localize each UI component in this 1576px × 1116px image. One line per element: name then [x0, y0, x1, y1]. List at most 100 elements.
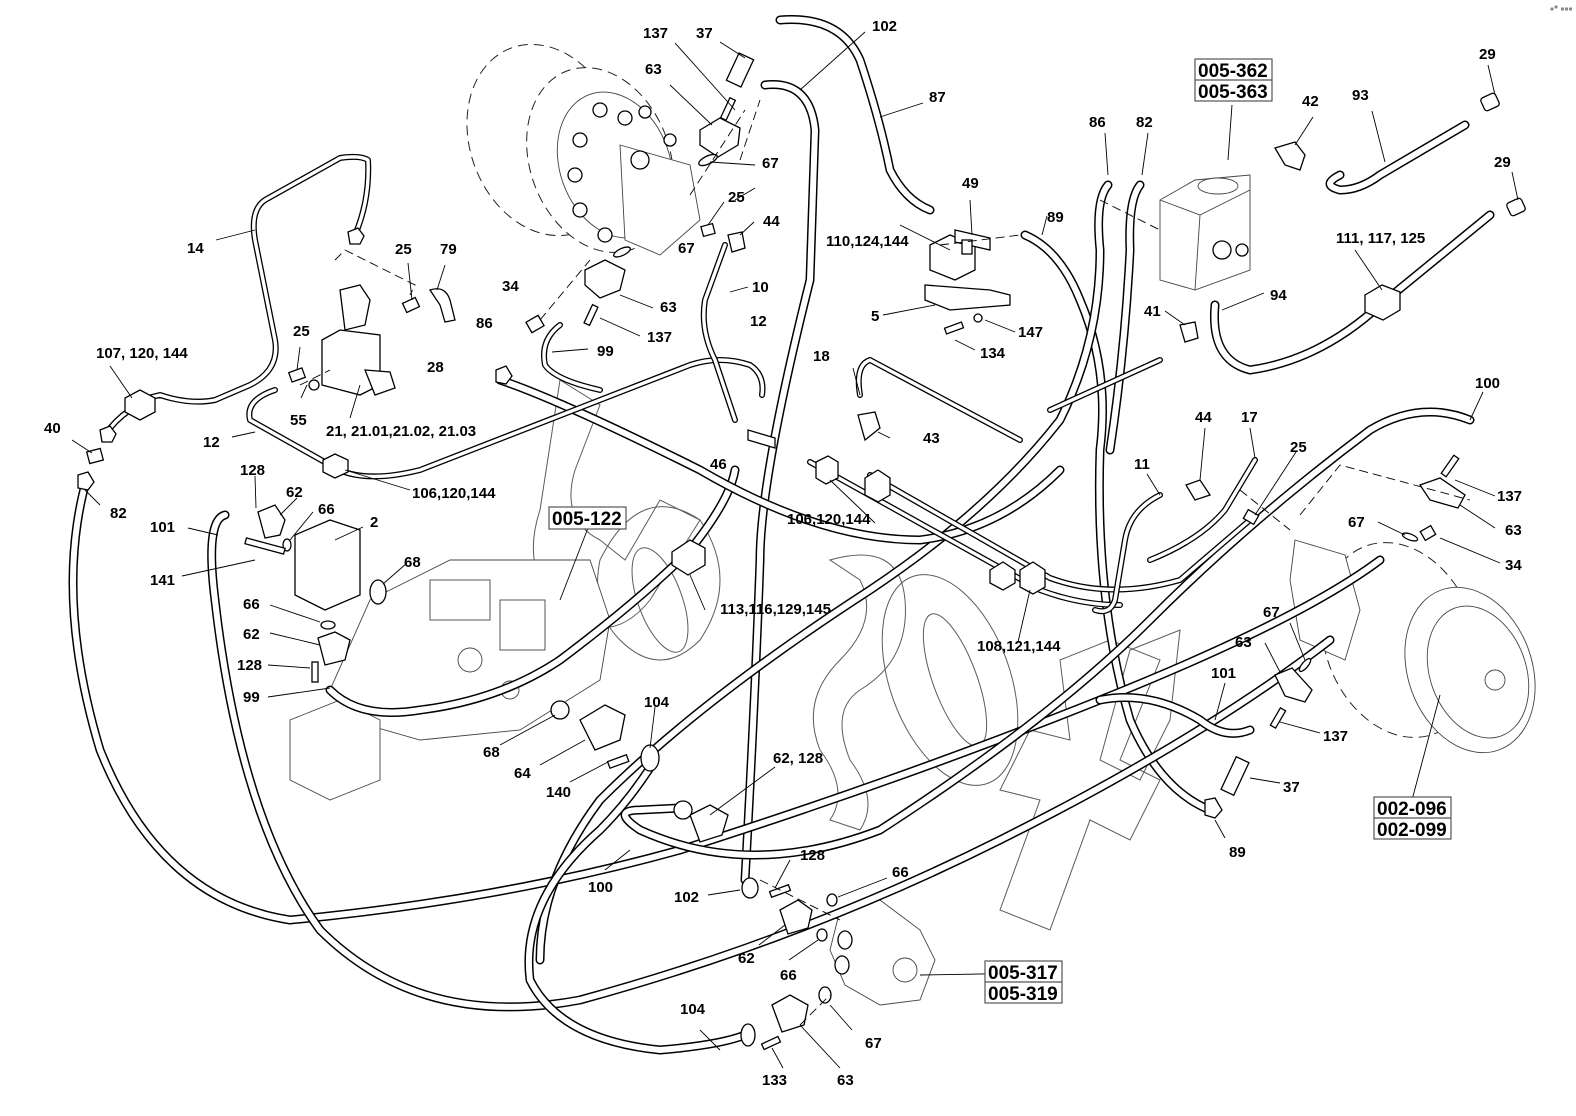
- callout-label: 137: [643, 25, 668, 42]
- pump-assembly: [289, 559, 611, 801]
- hoses: [68, 15, 1495, 1055]
- callout-label: 14: [187, 240, 204, 257]
- oring-68-b: [550, 700, 570, 720]
- nut-14: [347, 227, 365, 245]
- corner-indicator-icon: [1550, 5, 1572, 11]
- elbow-42: [1274, 141, 1306, 171]
- reference-code[interactable]: 002-099: [1377, 820, 1447, 841]
- callout-label: 41: [1144, 303, 1161, 320]
- callout-label: 25: [728, 189, 745, 206]
- screw-137-mid: [583, 303, 599, 327]
- flange-63-top: [699, 117, 741, 158]
- callout-label: 147: [1018, 324, 1043, 341]
- callout-label: 66: [243, 596, 260, 613]
- pipe-14: [137, 153, 372, 405]
- callout-label: 106,120,144: [787, 511, 871, 528]
- nut-89-bottom: [1204, 797, 1223, 819]
- reference-box-005-362[interactable]: 005-362 005-363: [1194, 58, 1273, 103]
- callout-label: 86: [476, 315, 493, 332]
- reference-code[interactable]: 005-362: [1198, 61, 1268, 82]
- callout-label: 11: [1134, 456, 1150, 473]
- adapter-25-top: [700, 222, 716, 238]
- reference-code[interactable]: 005-319: [988, 984, 1058, 1005]
- callout-label: 28: [427, 359, 444, 376]
- clamp-108-b: [1019, 561, 1046, 595]
- callout-label: 12: [750, 313, 767, 330]
- callout-label: 63: [1235, 634, 1252, 651]
- callout-label: 66: [318, 501, 335, 518]
- flange-63-bottom: [771, 994, 809, 1033]
- callout-label: 100: [588, 879, 613, 896]
- callout-label: 82: [1136, 114, 1153, 131]
- callout-label: 25: [395, 241, 412, 258]
- hose-87: [775, 15, 935, 215]
- adapter-34-right: [1419, 524, 1437, 542]
- travel-motor-right: [1289, 539, 1536, 754]
- callout-label: 107, 120, 144: [96, 345, 188, 362]
- callout-label: 67: [678, 240, 695, 257]
- callout-label: 29: [1494, 154, 1511, 171]
- callout-label: 68: [483, 744, 500, 761]
- reference-box-005-122[interactable]: 005-122: [548, 506, 627, 530]
- oring-68-top: [369, 579, 387, 605]
- callout-label: 46: [710, 456, 727, 473]
- pipe-17: [1147, 457, 1258, 563]
- pipe-12-left: [246, 357, 766, 480]
- callout-label: 137: [1323, 728, 1348, 745]
- callout-label: 100: [1475, 375, 1500, 392]
- plug-29-b: [1506, 197, 1526, 217]
- relief-valve-21: [321, 284, 396, 396]
- oring-66-b: [320, 620, 336, 630]
- callout-label: 82: [110, 505, 127, 522]
- callout-label: 40: [44, 420, 61, 437]
- callout-label: 37: [696, 25, 713, 42]
- hose-93: [1325, 120, 1470, 195]
- callout-label: 67: [762, 155, 779, 172]
- callout-label: 86: [1089, 114, 1106, 131]
- elbow-41: [1179, 321, 1199, 343]
- clamp-107: [124, 389, 156, 421]
- travel-motor-top: [466, 43, 701, 256]
- reference-box-002-096[interactable]: 002-096 002-099: [1373, 796, 1452, 841]
- callout-label: 21, 21.01,21.02, 21.03: [326, 423, 476, 440]
- block-2: [294, 519, 361, 611]
- nut-40: [99, 425, 117, 443]
- callout-label: 62: [286, 484, 303, 501]
- callout-label: 66: [780, 967, 797, 984]
- callout-label: 5: [871, 308, 879, 325]
- bolt-134: [943, 321, 965, 335]
- callout-label: 104: [680, 1001, 706, 1018]
- callout-label: 67: [1348, 514, 1365, 531]
- flange-62-b: [317, 631, 351, 666]
- callout-label: 137: [1497, 488, 1522, 505]
- callout-label: 29: [1479, 46, 1496, 63]
- screw-128-b: [311, 661, 319, 683]
- reference-code[interactable]: 002-096: [1377, 799, 1447, 820]
- pipe-18: [855, 357, 1023, 443]
- valve-block: [1159, 174, 1251, 291]
- reference-box-005-317[interactable]: 005-317 005-319: [984, 960, 1063, 1005]
- flange-104: [640, 744, 660, 772]
- clamp-106-mid: [815, 455, 839, 485]
- callout-label: 106,120,144: [412, 485, 496, 502]
- callout-label: 55: [290, 412, 307, 429]
- plug-29-a: [1480, 92, 1500, 112]
- reference-code[interactable]: 005-363: [1198, 82, 1268, 103]
- callout-label: 37: [1283, 779, 1300, 796]
- callout-label: 137: [647, 329, 672, 346]
- callout-label: 93: [1352, 87, 1369, 104]
- callout-label: 34: [1505, 557, 1522, 574]
- reference-code[interactable]: 005-317: [988, 963, 1058, 984]
- callout-label: 108,121,144: [977, 638, 1061, 655]
- clamp-111: [1364, 284, 1401, 321]
- flange-62-bottom: [779, 899, 813, 935]
- callout-label: 68: [404, 554, 421, 571]
- hose-86: [535, 180, 1113, 965]
- charge-pump: [829, 899, 936, 1006]
- reference-code[interactable]: 005-122: [552, 509, 622, 530]
- callout-label: 113,116,129,145: [720, 601, 831, 618]
- callout-label: 67: [865, 1035, 882, 1052]
- callout-label: 64: [514, 765, 531, 782]
- callout-label: 79: [440, 241, 457, 258]
